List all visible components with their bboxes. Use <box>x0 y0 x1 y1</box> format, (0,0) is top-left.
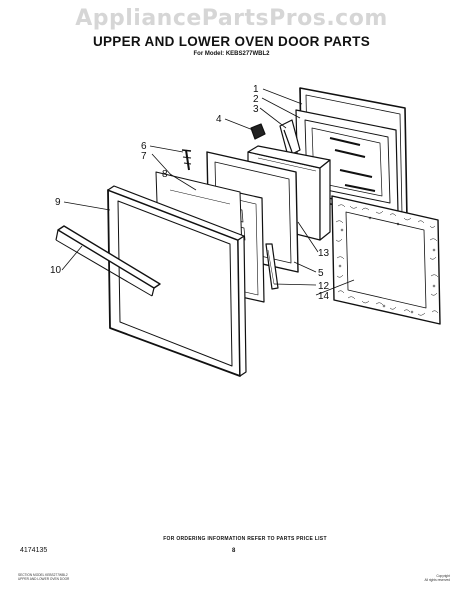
callout-6: 6 <box>141 141 147 152</box>
footer-right: Copyright All rights reserved <box>350 574 450 582</box>
ordering-note: FOR ORDERING INFORMATION REFER TO PARTS … <box>163 536 327 542</box>
diagram-title: UPPER AND LOWER OVEN DOOR PARTS <box>92 34 371 49</box>
part-3-bracket <box>279 119 301 157</box>
callout-9: 9 <box>55 197 61 208</box>
footer-right-line: All rights reserved <box>424 578 450 582</box>
leader-lines <box>61 88 355 296</box>
callout-13: 13 <box>318 248 330 259</box>
callout-10: 10 <box>50 265 62 276</box>
callout-2: 2 <box>253 94 259 105</box>
part-4-clip <box>250 123 266 140</box>
part-10-handle <box>55 225 161 297</box>
document-number: 4174135 <box>20 547 48 554</box>
callout-4: 4 <box>216 114 222 125</box>
callout-7: 7 <box>141 151 147 162</box>
callout-3: 3 <box>253 104 259 115</box>
page-number: 8 <box>232 548 236 554</box>
part-9-door-front-frame <box>107 185 247 377</box>
footer-left-line: UPPER AND LOWER OVEN DOOR <box>18 577 70 581</box>
callout-14: 14 <box>318 291 330 302</box>
model-number: For Model: KEBS277WBL2 <box>193 51 270 57</box>
part-6-screw <box>181 149 192 171</box>
footer-left-line: SECTION MODEL KEBS277WBL2 <box>18 573 68 577</box>
part-14-insulation-blanket <box>331 195 441 325</box>
part-12-gasket-strip <box>265 243 279 290</box>
callout-1: 1 <box>253 84 259 95</box>
footer-left: SECTION MODEL KEBS277WBL2 UPPER AND LOWE… <box>18 573 138 581</box>
callout-8: 8 <box>162 169 168 180</box>
callout-5: 5 <box>318 268 324 279</box>
watermark: AppliancePartsPros.com <box>75 6 388 31</box>
callout-12: 12 <box>318 281 330 292</box>
footer-right-line: Copyright <box>436 574 450 578</box>
